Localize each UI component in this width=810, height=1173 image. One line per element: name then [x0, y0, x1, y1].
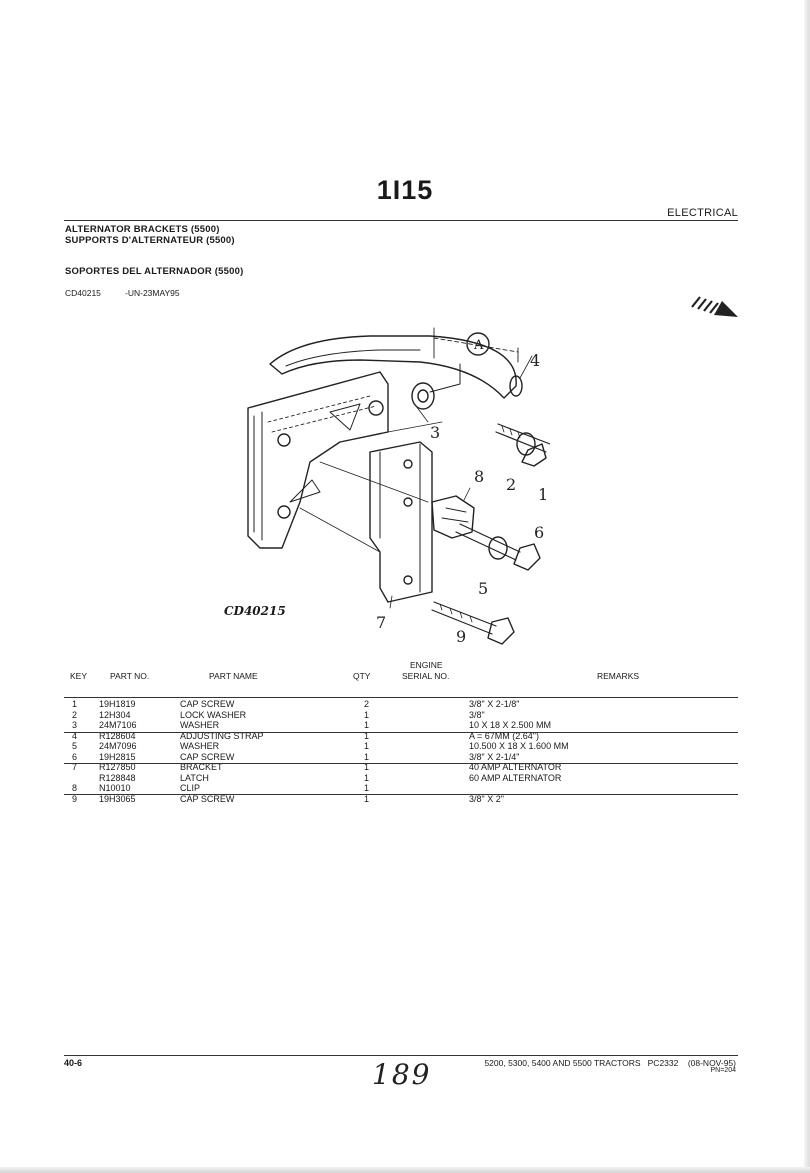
col-header-serial-no: SERIAL NO. — [402, 671, 450, 681]
table-cell-key: 2 — [72, 709, 78, 720]
table-cell-key: 8 — [72, 783, 78, 793]
callout-1: 1 — [538, 485, 548, 504]
table-cell-remarks: 3/8" — [469, 709, 485, 720]
table-cell-qty: 1 — [364, 762, 370, 772]
adjusting-strap — [269, 335, 517, 399]
table-cell-remarks: 10.500 X 18 X 1.600 MM — [469, 741, 569, 751]
figure-caption: CD40215 — [224, 604, 286, 618]
footer-rule — [64, 1055, 738, 1056]
footer-models: 5200, 5300, 5400 AND 5500 TRACTORS PC233… — [484, 1058, 736, 1068]
table-cell-remarks: 3/8" X 2" — [469, 793, 504, 804]
table-cell-qty: 1 — [364, 751, 370, 762]
table-cell-qty: 1 — [364, 793, 370, 804]
heading-spanish: SOPORTES DEL ALTERNADOR (5500) — [65, 266, 244, 277]
col-header-remarks: REMARKS — [597, 671, 640, 681]
col-header-part-no: PART NO. — [110, 671, 150, 681]
table-cell-name: CLIP — [180, 783, 201, 793]
table-cell-part-no: R127850 — [99, 762, 136, 772]
table-cell-key: 3 — [72, 720, 78, 730]
table-header-rule — [64, 697, 738, 698]
table-cell-part-no: N10010 — [99, 783, 131, 793]
table-cell-remarks: 3/8" X 2-1/4" — [469, 751, 520, 762]
table-cell-qty: 1 — [364, 730, 370, 741]
table-cell-remarks: 10 X 18 X 2.500 MM — [469, 720, 552, 730]
table-cell-name: WASHER — [180, 741, 220, 751]
heading-english: ALTERNATOR BRACKETS (5500) — [65, 224, 220, 235]
table-cell-name: LOCK WASHER — [180, 709, 247, 720]
table-cell-part-no: 19H2815 — [99, 751, 136, 762]
table-cell-remarks: 40 AMP ALTERNATOR — [469, 762, 562, 772]
table-cell-remarks: 60 AMP ALTERNATOR — [469, 772, 562, 783]
table-cell-qty: 2 — [364, 699, 370, 709]
table-cell-part-no: R128604 — [99, 730, 136, 741]
header-rule — [64, 220, 738, 221]
table-cell-name: BRACKET — [180, 762, 223, 772]
table-cell-key: 5 — [72, 741, 78, 751]
table-cell-name: WASHER — [180, 720, 220, 730]
table-cell-key: 6 — [72, 751, 78, 762]
table-cell-name: CAP SCREW — [180, 751, 235, 762]
table-cell-remarks: A = 67MM (2.64") — [469, 730, 539, 741]
heading-french: SUPPORTS D'ALTERNATEUR (5500) — [65, 235, 235, 246]
table-cell-key: 9 — [72, 793, 78, 804]
section-arrow-icon — [691, 296, 738, 317]
page-edge — [804, 0, 810, 1173]
footer-pc: PC2332 — [647, 1058, 679, 1068]
callout-6: 6 — [534, 523, 544, 542]
footer-pn: PN=204 — [710, 1067, 737, 1074]
table-cell-qty: 1 — [364, 772, 370, 783]
table-cell-key: 4 — [72, 730, 78, 741]
col-header-qty: QTY — [353, 671, 371, 681]
table-cell-name: LATCH — [180, 772, 209, 783]
page-title: 1I15 — [376, 175, 434, 205]
table-cell-part-no: 19H3065 — [99, 793, 136, 804]
callout-7: 7 — [376, 613, 386, 632]
table-cell-name: ADJUSTING STRAP — [180, 730, 264, 741]
callout-5: 5 — [478, 579, 488, 598]
table-cell-qty: 1 — [364, 709, 370, 720]
footer-date: (08-NOV-95) — [687, 1058, 736, 1068]
callout-8: 8 — [474, 467, 484, 486]
callout-4: 4 — [530, 351, 540, 370]
table-cell-part-no: 12H304 — [99, 709, 131, 720]
page-bottom-edge — [0, 1167, 810, 1173]
table-cell-name: CAP SCREW — [180, 699, 235, 709]
table-cell-qty: 1 — [364, 741, 370, 751]
table-cell-qty: 1 — [364, 783, 370, 793]
callout-a: A — [473, 338, 484, 353]
callout-2: 2 — [506, 475, 516, 494]
row-separator — [64, 732, 738, 733]
engine-block — [247, 371, 389, 549]
footer-page-number: 40-6 — [64, 1058, 83, 1068]
footer-models-text: 5200, 5300, 5400 AND 5500 TRACTORS — [484, 1058, 641, 1068]
table-cell-remarks: 3/8" X 2-1/8" — [469, 699, 520, 709]
parts-diagram: A 1 2 3 4 5 6 7 8 9 — [247, 327, 550, 646]
table-cell-part-no: 24M7096 — [99, 741, 137, 751]
col-header-part-name: PART NAME — [209, 671, 258, 681]
table-cell-key: 1 — [72, 699, 78, 709]
handwritten-page-number: 189 — [372, 1058, 432, 1091]
table-cell-name: CAP SCREW — [180, 793, 235, 804]
figure-ref: CD40215 — [65, 288, 101, 298]
table-cell-part-no: 19H1819 — [99, 699, 136, 709]
table-cell-part-no: R128848 — [99, 772, 136, 783]
table-cell-qty: 1 — [364, 720, 370, 730]
table-cell-part-no: 24M7106 — [99, 720, 137, 730]
bracket — [369, 441, 433, 603]
figure-date: -UN-23MAY95 — [125, 288, 180, 298]
callout-9: 9 — [456, 627, 466, 646]
clip — [431, 495, 475, 539]
table-cell-key: 7 — [72, 762, 78, 772]
section-label: ELECTRICAL — [667, 207, 738, 219]
col-header-key: KEY — [70, 671, 88, 681]
row-separator — [64, 763, 738, 764]
callout-3: 3 — [430, 423, 440, 442]
row-separator — [64, 794, 738, 795]
col-header-engine: ENGINE — [410, 660, 443, 670]
